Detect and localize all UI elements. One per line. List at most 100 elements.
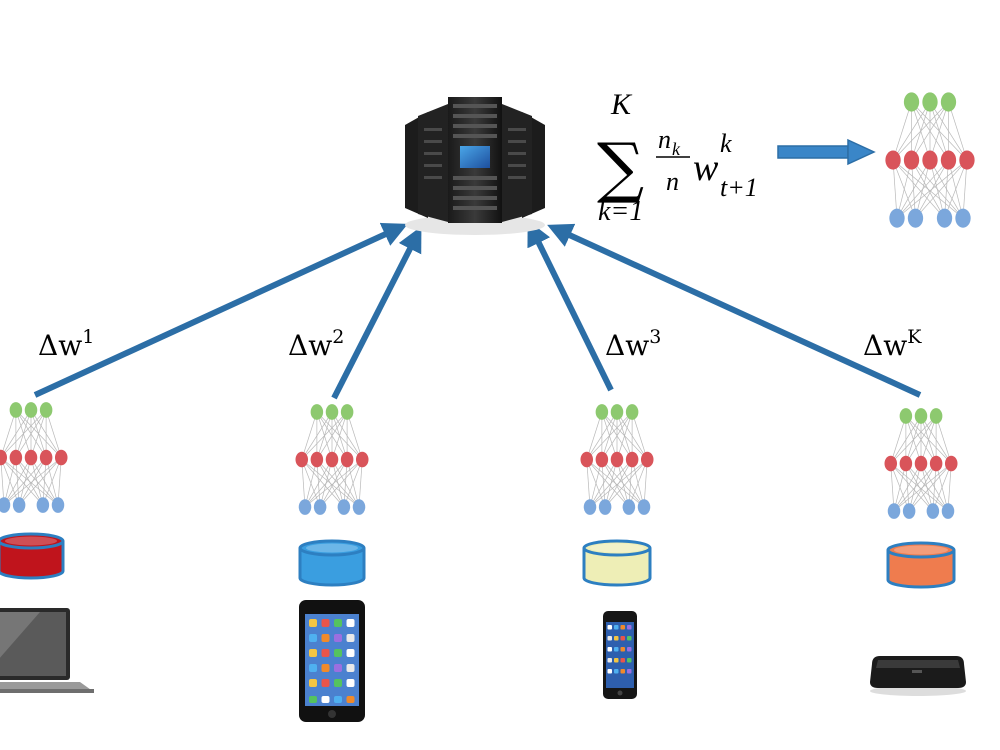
upload-arrow-1 (33, 222, 408, 398)
app-icon (321, 664, 330, 672)
hidden-node (640, 451, 654, 468)
app-icon (309, 664, 317, 672)
hidden-node (903, 150, 920, 170)
input-node (337, 499, 351, 515)
output-node (24, 402, 38, 418)
app-icon (309, 634, 317, 642)
client-K-database-icon (886, 541, 956, 589)
global-model-network-icon-edges (892, 101, 968, 219)
client-3-network-icon (580, 404, 654, 515)
output-node (929, 408, 943, 424)
update-sup-3: 3 (649, 326, 661, 348)
app-icon (321, 619, 330, 627)
app-icon (346, 619, 355, 627)
dock-app-icon (334, 696, 342, 703)
input-node (889, 208, 905, 228)
app-icon (334, 649, 342, 657)
app-icon (627, 625, 632, 630)
app-icon (334, 664, 342, 672)
smartphone-icon (603, 611, 637, 699)
app-icon (627, 669, 632, 674)
update-base-K: Δw (863, 329, 907, 362)
update-label-1: Δw1 (38, 326, 94, 362)
hidden-node (625, 451, 639, 468)
client-1-database-icon (0, 532, 65, 580)
server-rack-icon (405, 97, 545, 235)
dock-app-icon (346, 696, 355, 703)
input-node (941, 503, 955, 519)
input-node (298, 499, 312, 515)
client-3-database-icon (582, 539, 652, 587)
client-K-network-icon-edges (890, 415, 952, 512)
output-node (595, 404, 609, 420)
sum-symbol: ∑ (597, 129, 644, 206)
app-icon (309, 649, 317, 657)
app-icon (620, 625, 625, 630)
app-icon (627, 636, 632, 641)
input-node (955, 208, 971, 228)
upload-arrow-3 (527, 220, 614, 392)
hidden-node (914, 455, 928, 472)
input-node (0, 497, 11, 513)
hidden-node (899, 455, 913, 472)
weight-superscript: k (720, 129, 732, 158)
output-node (899, 408, 913, 424)
output-node (340, 404, 354, 420)
hidden-node (9, 449, 23, 466)
global-model-network-icon (885, 92, 975, 228)
input-node (36, 497, 50, 513)
update-base-1: Δw (38, 329, 82, 362)
hidden-node (355, 451, 369, 468)
dock-app-icon (309, 696, 317, 703)
app-icon (620, 636, 625, 641)
app-icon (627, 647, 632, 652)
output-node (325, 404, 339, 420)
output-node (922, 92, 938, 112)
output-node (310, 404, 324, 420)
input-node (936, 208, 953, 228)
input-node (887, 503, 901, 519)
app-icon (614, 625, 619, 630)
app-icon (607, 636, 612, 641)
app-icon (346, 649, 355, 657)
hidden-node (580, 451, 594, 468)
tablet-icon (299, 600, 365, 722)
app-icon (309, 619, 317, 627)
input-node (622, 499, 636, 515)
hidden-node (922, 150, 938, 170)
app-icon (614, 669, 619, 674)
hidden-node (944, 455, 958, 472)
hidden-node (959, 150, 975, 170)
aggregate-arrow (777, 138, 876, 166)
upload-arrow-K (547, 223, 922, 398)
app-icon (321, 649, 330, 657)
input-node (313, 499, 327, 515)
app-icon (627, 658, 632, 663)
app-icon (309, 679, 317, 687)
app-icon (607, 669, 612, 674)
app-icon (614, 658, 619, 663)
laptop-icon (0, 608, 94, 693)
input-node (902, 503, 916, 519)
app-icon (346, 634, 355, 642)
output-node (914, 408, 928, 424)
hidden-node (310, 451, 324, 468)
client-K-network-icon (884, 408, 958, 519)
fraction-numerator: n (658, 125, 671, 154)
aggregation-formula: K ∑ k=1 n k n w k t+1 (597, 88, 758, 227)
hidden-node (595, 451, 609, 468)
output-node (903, 92, 920, 112)
update-sup-2: 2 (332, 326, 344, 348)
input-node (583, 499, 597, 515)
app-icon (334, 634, 342, 642)
app-icon (346, 679, 355, 687)
app-icon (607, 625, 612, 630)
hidden-node (325, 451, 339, 468)
hidden-node (39, 449, 53, 466)
sum-lower-limit: k=1 (598, 196, 643, 227)
upload-arrow-2 (331, 226, 422, 400)
fraction-denominator: n (666, 167, 679, 196)
app-icon (620, 647, 625, 652)
set-top-box-icon (870, 656, 966, 696)
